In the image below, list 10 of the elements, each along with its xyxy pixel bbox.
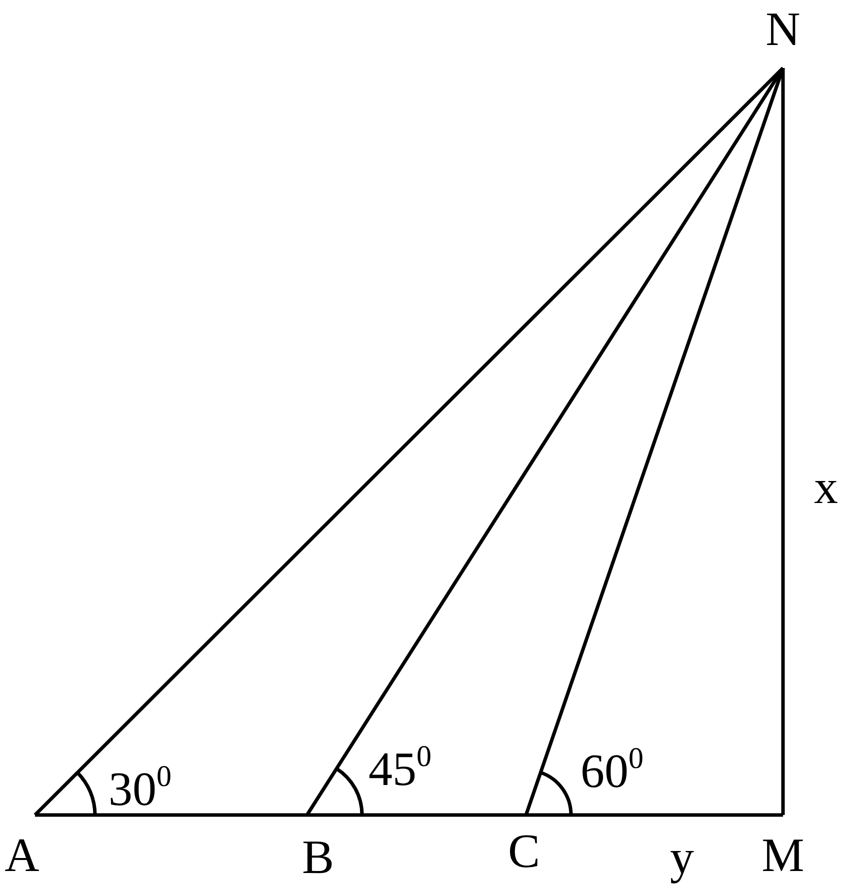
side-label: y [670, 834, 694, 882]
angle-label: 30$^{0}$ [108, 766, 172, 814]
point-label: B [302, 834, 334, 882]
point-label: N [766, 6, 800, 54]
point-label: A [4, 832, 40, 880]
angle-label: 60$^{0}$ [580, 748, 644, 796]
point-label: C [508, 828, 540, 876]
side-label: x [814, 464, 838, 512]
point-label: M [762, 832, 804, 880]
angle-label: 45$^{0}$ [368, 746, 432, 794]
